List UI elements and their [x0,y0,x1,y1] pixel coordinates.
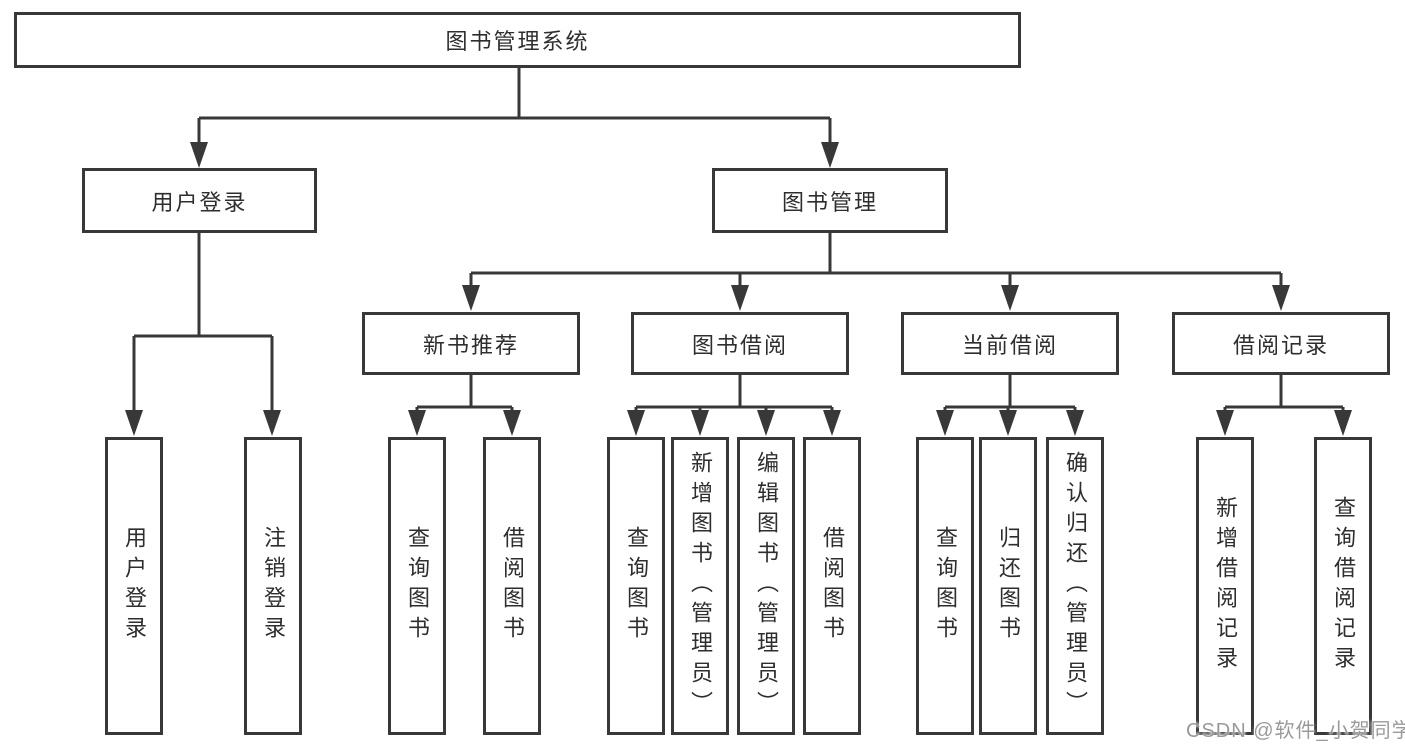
leaf-current-confirm-return-admin-label: 确认归还（管理员） [1063,451,1088,721]
arrow-down-icon [190,142,208,168]
arrow-down-icon [821,142,839,168]
leaf-logout-label: 注销登录 [261,526,286,646]
arrow-down-icon [1334,410,1352,436]
arrow-down-icon [125,410,143,436]
node-book-management-label: 图书管理 [781,189,878,215]
node-new-book-recommend-label: 新书推荐 [422,332,519,358]
arrow-down-icon [999,410,1017,436]
arrow-down-icon [691,410,709,436]
arrow-down-icon [823,410,841,436]
watermark: CSDN @软件_小贺同学 [1186,720,1405,742]
leaf-current-query-books: 查询图书 [916,437,974,735]
arrow-down-icon [503,410,521,436]
leaf-logout: 注销登录 [244,437,302,735]
node-root-label: 图书管理系统 [445,29,590,54]
arrow-down-icon [462,285,480,311]
arrow-down-icon [1001,285,1019,311]
node-user-login-label: 用户登录 [151,189,248,215]
leaf-user-login: 用户登录 [105,437,163,735]
leaf-borrow-edit-books-admin-label: 编辑图书（管理员） [754,451,779,721]
arrow-down-icon [936,410,954,436]
node-book-borrow: 图书借阅 [631,312,849,375]
arrow-down-icon [408,410,426,436]
leaf-borrow-edit-books-admin: 编辑图书（管理员） [737,437,795,735]
arrow-down-icon [1272,285,1290,311]
leaf-records-query-record: 查询借阅记录 [1314,437,1372,735]
leaf-borrow-borrow-books: 借阅图书 [803,437,861,735]
node-book-borrow-label: 图书借阅 [691,332,788,358]
arrow-down-icon [627,410,645,436]
leaf-current-query-books-label: 查询图书 [933,526,958,646]
leaf-borrow-add-books-admin: 新增图书（管理员） [671,437,729,735]
leaf-borrow-query-books: 查询图书 [607,437,665,735]
leaf-borrow-add-books-admin-label: 新增图书（管理员） [688,451,713,721]
leaf-records-add-record: 新增借阅记录 [1196,437,1254,735]
leaf-recommend-query-books: 查询图书 [388,437,446,735]
node-new-book-recommend: 新书推荐 [362,312,580,375]
leaf-records-query-record-label: 查询借阅记录 [1331,496,1356,676]
node-current-borrow: 当前借阅 [901,312,1119,375]
leaf-borrow-query-books-label: 查询图书 [624,526,649,646]
node-current-borrow-label: 当前借阅 [961,332,1058,358]
leaf-current-return-books: 归还图书 [979,437,1037,735]
arrow-down-icon [1066,410,1084,436]
node-user-login: 用户登录 [82,168,317,233]
leaf-borrow-borrow-books-label: 借阅图书 [820,526,845,646]
node-root: 图书管理系统 [14,12,1021,68]
leaf-user-login-label: 用户登录 [122,526,147,646]
leaf-recommend-query-books-label: 查询图书 [405,526,430,646]
arrow-down-icon [731,285,749,311]
leaf-recommend-borrow-books: 借阅图书 [483,437,541,735]
leaf-current-return-books-label: 归还图书 [996,526,1021,646]
leaf-records-add-record-label: 新增借阅记录 [1213,496,1238,676]
arrow-down-icon [263,410,281,436]
node-borrow-records: 借阅记录 [1172,312,1390,375]
node-book-management: 图书管理 [712,168,948,233]
node-borrow-records-label: 借阅记录 [1232,332,1329,358]
arrow-down-icon [1216,410,1234,436]
leaf-recommend-borrow-books-label: 借阅图书 [500,526,525,646]
leaf-current-confirm-return-admin: 确认归还（管理员） [1046,437,1104,735]
arrow-down-icon [757,410,775,436]
